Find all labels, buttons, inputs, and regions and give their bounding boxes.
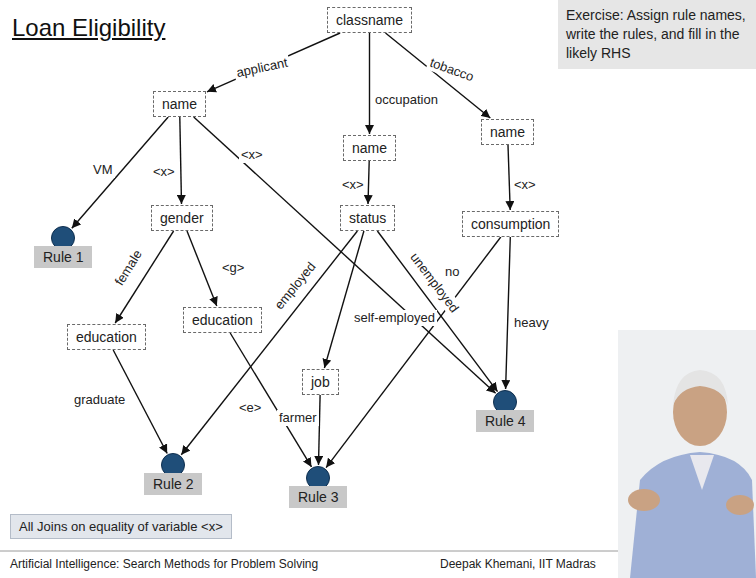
alpha-node-box: status <box>340 205 395 231</box>
alpha-node-box: education <box>67 324 146 350</box>
connector-arrow <box>368 161 369 204</box>
rule-node: Rule 2 <box>144 453 202 495</box>
edge-label: employed <box>270 257 320 314</box>
alpha-node-box: name <box>481 119 534 145</box>
edge-label: farmer <box>277 410 319 426</box>
node-text: consumption <box>471 216 550 232</box>
connector-arrow <box>207 33 340 92</box>
rule-node: Rule 4 <box>476 390 534 432</box>
edge-label: tobacco <box>426 54 478 86</box>
edge-label: heavy <box>512 315 551 331</box>
rule-node: Rule 1 <box>34 226 92 268</box>
node-text: name <box>490 124 525 140</box>
connector-arrow <box>180 117 182 204</box>
alpha-node-box: job <box>302 369 339 395</box>
edge-label: <e> <box>237 400 263 416</box>
connector-arrow <box>506 237 511 389</box>
edge-label: VM <box>91 162 115 178</box>
presenter-figure <box>618 330 756 578</box>
edge-label: <x> <box>151 164 177 180</box>
note-box: All Joins on equality of variable <x> <box>10 514 232 539</box>
edge-label: self-employed <box>352 310 437 326</box>
connector-arrow <box>194 117 496 393</box>
rule-label: Rule 1 <box>34 246 92 268</box>
rule-label: Rule 3 <box>289 486 347 508</box>
edge-label: <g> <box>220 260 246 276</box>
edge-label: graduate <box>72 392 127 408</box>
rule-label: Rule 4 <box>476 410 534 432</box>
node-text: job <box>311 374 330 390</box>
alpha-node-box: gender <box>151 205 213 231</box>
note-text: All Joins on equality of variable <x> <box>19 519 223 534</box>
connector-arrow <box>230 333 311 467</box>
edge-label: occupation <box>373 92 440 108</box>
edge-label: applicant <box>233 54 291 81</box>
alpha-node-box: name <box>343 135 396 161</box>
slide-title: Loan Eligibility <box>12 14 165 42</box>
edge-label: <x> <box>340 177 366 193</box>
node-text: gender <box>160 210 204 226</box>
connector-arrow <box>324 231 364 368</box>
node-text: name <box>162 96 197 112</box>
note-text: Exercise: Assign rule names, write the r… <box>566 6 748 63</box>
alpha-node-box: consumption <box>462 211 559 237</box>
connector-arrow <box>369 33 370 134</box>
rule-label: Rule 2 <box>144 473 202 495</box>
alpha-node-box: classname <box>327 7 412 33</box>
note-box: Exercise: Assign rule names, write the r… <box>558 0 756 69</box>
connector-arrow <box>319 395 321 465</box>
node-text: education <box>76 329 137 345</box>
node-text: status <box>349 210 386 226</box>
alpha-node-box: name <box>153 91 206 117</box>
node-text: education <box>192 312 253 328</box>
alpha-node-box: education <box>183 307 262 333</box>
edge-label: <x> <box>512 177 538 193</box>
edge-label: no <box>443 264 461 280</box>
footer-text: Deepak Khemani, IIT Madras <box>440 557 596 571</box>
connector-arrow <box>326 237 501 468</box>
node-text: classname <box>336 12 403 28</box>
footer-text: Artificial Intelligence: Search Methods … <box>10 557 318 571</box>
connector-arrow <box>508 145 510 210</box>
node-text: name <box>352 140 387 156</box>
edge-label: <x> <box>239 147 265 163</box>
connector-arrow <box>187 231 217 306</box>
rule-node: Rule 3 <box>289 466 347 508</box>
